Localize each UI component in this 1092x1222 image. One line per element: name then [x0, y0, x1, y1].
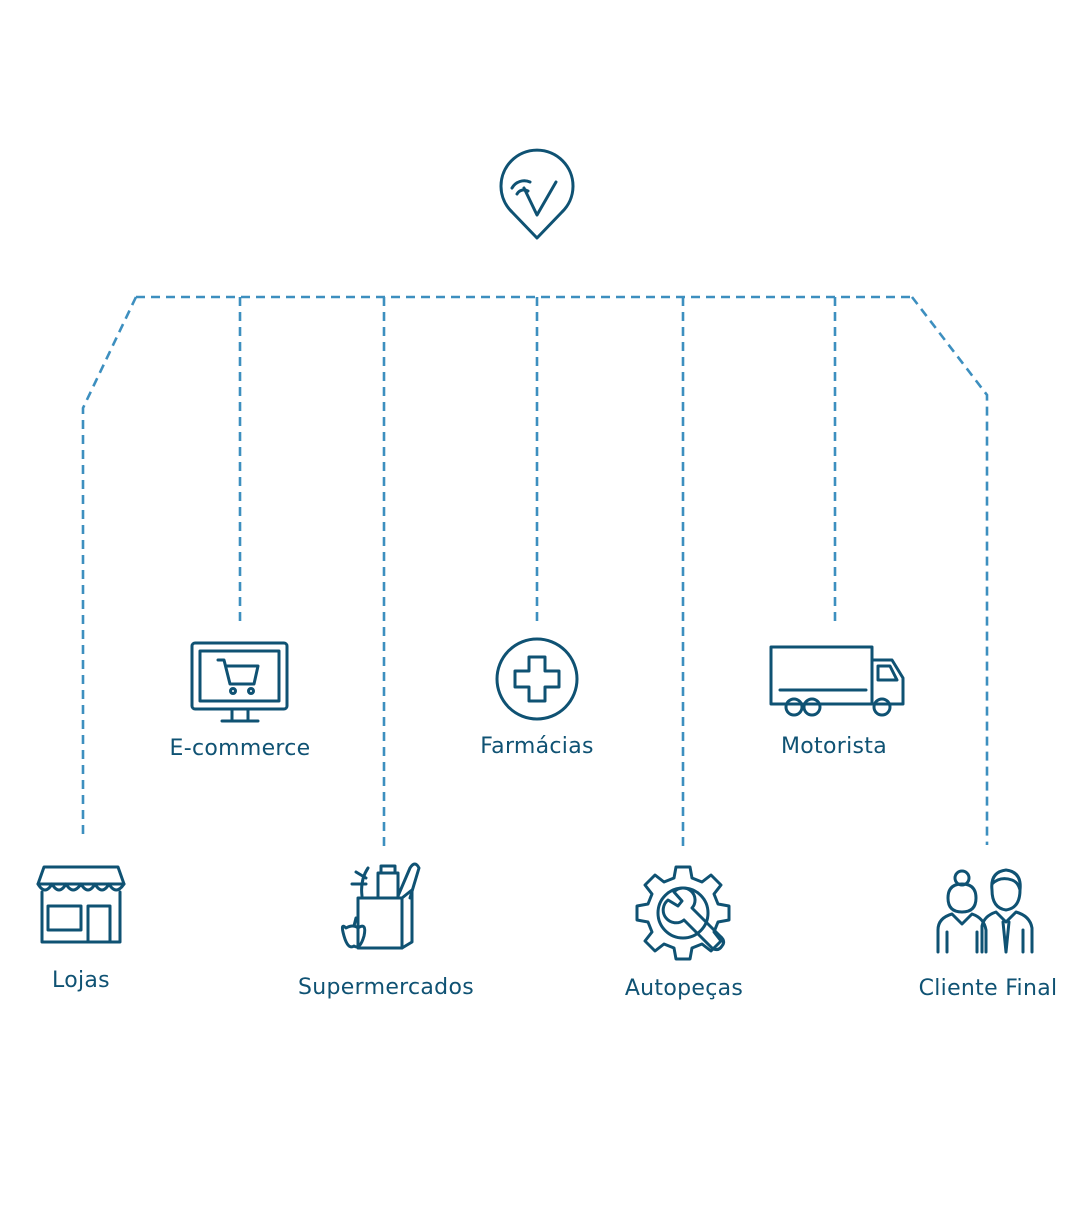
connector-lojas: [81, 296, 138, 838]
storefront-icon: [36, 865, 126, 944]
label-cliente-final: Cliente Final: [918, 976, 1058, 1001]
label-supermercados: Supermercados: [298, 975, 474, 1000]
label-motorista: Motorista: [781, 734, 887, 759]
grocery-bag-icon: [340, 862, 421, 950]
monitor-cart-icon: [190, 641, 289, 723]
connector-lines: [81, 295, 989, 848]
label-autopecas: Autopeças: [624, 976, 744, 1001]
people-icon: [936, 868, 1034, 954]
label-ecommerce: E-commerce: [169, 736, 311, 761]
label-farmacias: Farmácias: [480, 734, 594, 759]
location-pin-logo-icon: [499, 148, 575, 240]
medical-cross-icon: [495, 637, 579, 721]
gear-wrench-icon: [635, 865, 731, 961]
truck-icon: [769, 645, 905, 717]
label-lojas: Lojas: [52, 968, 110, 993]
connector-cliente-final: [910, 296, 989, 845]
